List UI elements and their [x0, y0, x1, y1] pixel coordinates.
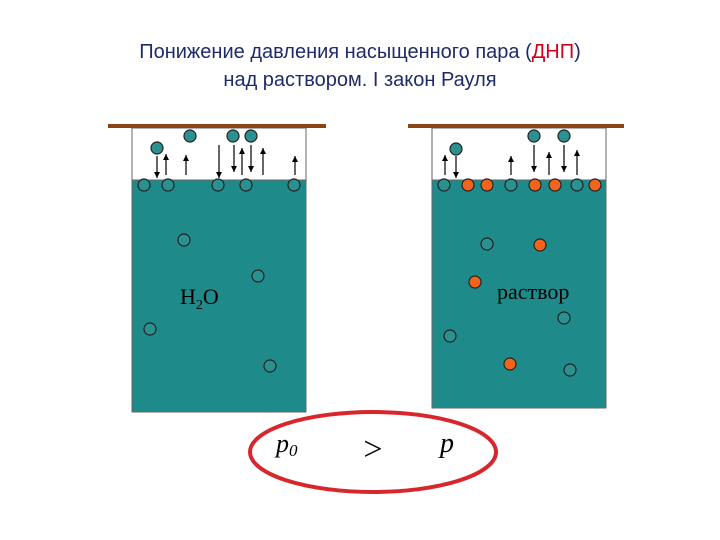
- vapor-molecule: [558, 130, 570, 142]
- pressure-p: p: [438, 428, 454, 459]
- surface-molecule: [505, 179, 517, 191]
- pressure-p0: p0: [274, 429, 298, 460]
- solute-molecule: [481, 179, 493, 191]
- vapor-molecule: [245, 130, 257, 142]
- surface-molecule: [288, 179, 300, 191]
- surface-molecule: [212, 179, 224, 191]
- solvent-molecule: [564, 364, 576, 376]
- surface-molecule: [138, 179, 150, 191]
- solvent-molecule: [178, 234, 190, 246]
- solvent-molecule: [444, 330, 456, 342]
- left-liquid: [132, 180, 306, 412]
- solute-molecule: [534, 239, 546, 251]
- solute-molecule: [589, 179, 601, 191]
- solvent-molecule: [481, 238, 493, 250]
- solvent-molecule: [264, 360, 276, 372]
- solvent-molecule: [252, 270, 264, 282]
- vapor-molecule: [528, 130, 540, 142]
- left-vessel: H2O: [108, 126, 326, 412]
- vapor-molecule: [184, 130, 196, 142]
- right-vessel-label: раствор: [497, 279, 569, 304]
- greater-than-sign: >: [363, 431, 382, 468]
- right-vessel: раствор: [408, 126, 624, 408]
- vapor-molecule: [450, 143, 462, 155]
- solute-molecule: [504, 358, 516, 370]
- surface-molecule: [438, 179, 450, 191]
- surface-molecule: [571, 179, 583, 191]
- vapor-molecule: [151, 142, 163, 154]
- surface-molecule: [240, 179, 252, 191]
- solvent-molecule: [558, 312, 570, 324]
- solute-molecule: [529, 179, 541, 191]
- vapor-molecule: [227, 130, 239, 142]
- solvent-molecule: [144, 323, 156, 335]
- solute-molecule: [469, 276, 481, 288]
- solute-molecule: [549, 179, 561, 191]
- surface-molecule: [162, 179, 174, 191]
- solute-molecule: [462, 179, 474, 191]
